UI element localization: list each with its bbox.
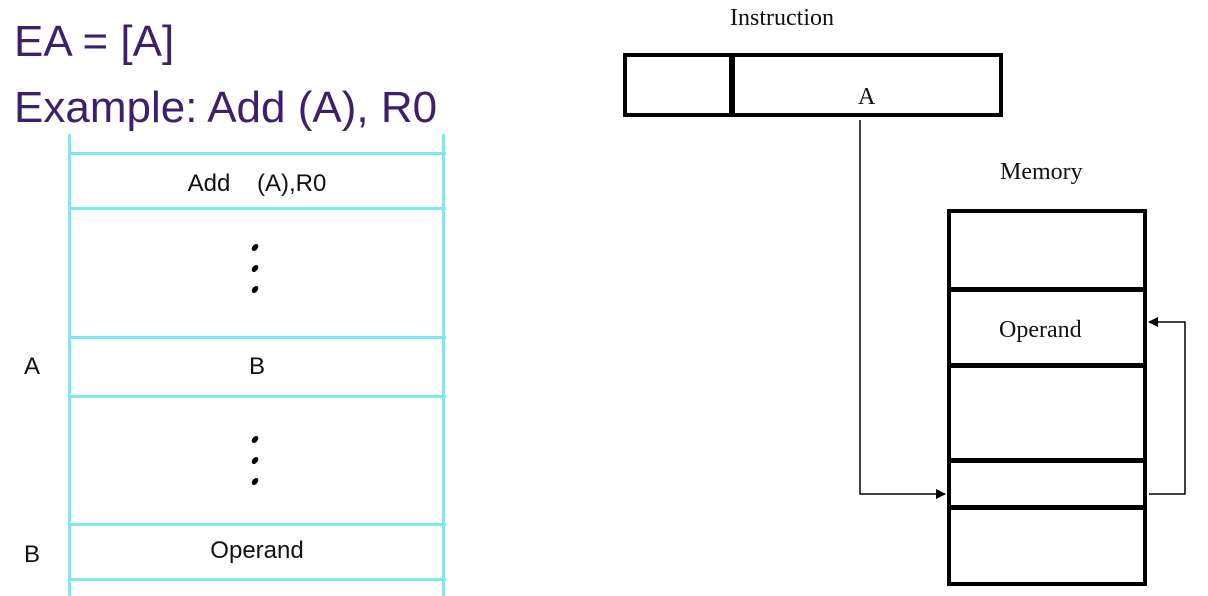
title-example: Example: Add (A), R0 (14, 83, 438, 132)
table-divider (68, 523, 446, 526)
memory-label: Memory (1000, 159, 1083, 185)
instruction-address-field: A (858, 84, 876, 110)
table-right-border (442, 134, 445, 596)
table-divider (68, 152, 446, 155)
memory-box (947, 209, 1147, 586)
table-cell-instruction: Add (A),R0 (187, 170, 327, 197)
table-divider (68, 336, 446, 339)
memory-table: Add (A),R0 B Operand (68, 134, 446, 596)
title-ea: EA = [A] (14, 17, 175, 66)
memory-divider (947, 363, 1147, 368)
address-arrow (859, 120, 946, 499)
table-cell-pointer: B (248, 353, 265, 380)
table-cell-operand: Operand (210, 537, 304, 564)
table-divider (68, 395, 446, 398)
table-divider (68, 207, 446, 210)
instruction-field-divider (729, 53, 735, 117)
indirect-arrow (1148, 317, 1186, 495)
instruction-label: Instruction (730, 5, 834, 31)
address-label-a: A (24, 353, 41, 380)
memory-divider (947, 287, 1147, 292)
table-left-border (68, 134, 71, 596)
memory-divider (947, 505, 1147, 510)
address-label-b: B (24, 541, 41, 568)
instruction-box (623, 53, 1003, 117)
memory-divider (947, 458, 1147, 463)
table-divider (68, 578, 446, 581)
memory-operand-cell: Operand (999, 317, 1082, 343)
